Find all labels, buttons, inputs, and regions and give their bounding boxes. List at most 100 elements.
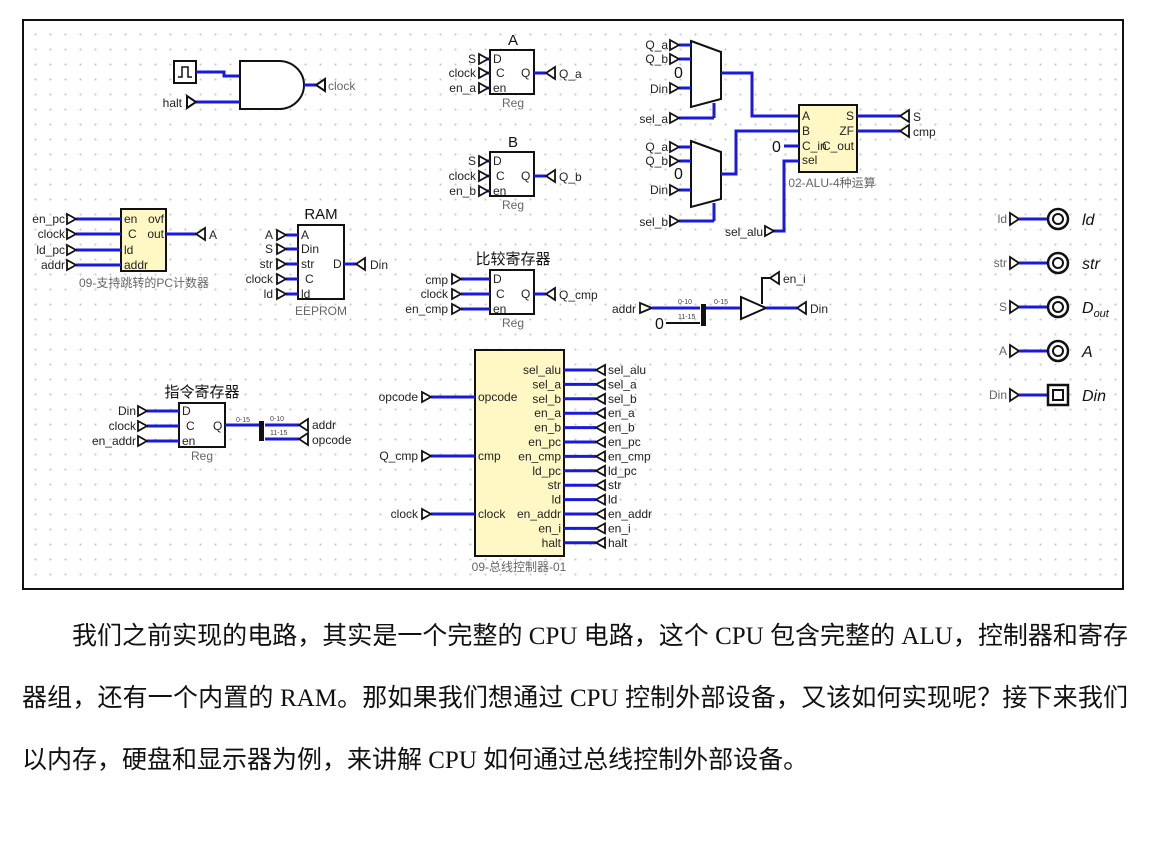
circuit-canvas: halt clock A S clock en_a D C en Q Q_a R… bbox=[22, 19, 1124, 590]
svg-text:EEPROM: EEPROM bbox=[295, 304, 347, 318]
svg-text:C: C bbox=[496, 287, 505, 301]
svg-text:Reg: Reg bbox=[502, 316, 524, 330]
svg-text:Din: Din bbox=[650, 82, 668, 96]
svg-text:0: 0 bbox=[674, 166, 683, 183]
svg-text:C: C bbox=[305, 272, 314, 286]
pc-counter: en_pc clock ld_pc addr en C ld addr ovf … bbox=[32, 208, 217, 290]
clock-source-icon[interactable] bbox=[173, 60, 197, 84]
svg-text:en_b: en_b bbox=[449, 184, 476, 198]
svg-text:D: D bbox=[333, 257, 342, 271]
body-paragraph: 我们之前实现的电路，其实是一个完整的 CPU 电路，这个 CPU 包含完整的 A… bbox=[22, 606, 1128, 792]
controller-output-ld: ld ld bbox=[552, 493, 618, 507]
svg-text:Reg: Reg bbox=[502, 198, 524, 212]
svg-text:ld: ld bbox=[264, 287, 273, 301]
ram-title: RAM bbox=[304, 206, 337, 223]
svg-text:Q_a: Q_a bbox=[645, 38, 668, 52]
bus-controller: opcode Q_cmp clock opcode cmp clock 09-总… bbox=[379, 349, 652, 574]
svg-text:clock: clock bbox=[38, 227, 66, 241]
svg-text:clock: clock bbox=[246, 272, 274, 286]
svg-text:ld_pc: ld_pc bbox=[36, 243, 65, 257]
svg-text:out: out bbox=[147, 227, 164, 241]
probe-label: str bbox=[1082, 256, 1100, 273]
svg-text:09-支持跳转的PC计数器: 09-支持跳转的PC计数器 bbox=[79, 275, 209, 290]
svg-text:Q_b: Q_b bbox=[645, 52, 668, 66]
svg-text:S: S bbox=[468, 154, 476, 168]
svg-text:Q_b: Q_b bbox=[559, 170, 582, 184]
svg-text:Q_a: Q_a bbox=[559, 67, 582, 81]
controller-pin-label: en_pc bbox=[528, 435, 561, 449]
register-a-title: A bbox=[508, 32, 518, 49]
svg-text:opcode: opcode bbox=[478, 390, 518, 404]
svg-text:cmp: cmp bbox=[425, 273, 448, 287]
halt-label: halt bbox=[163, 96, 183, 110]
svg-text:B: B bbox=[802, 124, 810, 138]
svg-text:11-15: 11-15 bbox=[270, 430, 287, 437]
svg-text:en: en bbox=[182, 434, 195, 448]
probe-in-label: A bbox=[999, 344, 1007, 358]
controller-pin-label: ld bbox=[552, 493, 561, 507]
controller-out-label: sel_b bbox=[608, 392, 637, 406]
svg-text:en_pc: en_pc bbox=[32, 212, 65, 226]
register-b: B S clock en_b D C en Q Q_b Reg bbox=[449, 134, 582, 212]
svg-text:A: A bbox=[802, 109, 810, 123]
svg-text:S: S bbox=[846, 109, 854, 123]
svg-text:Din: Din bbox=[370, 258, 388, 272]
svg-text:en: en bbox=[493, 302, 506, 316]
svg-text:clock: clock bbox=[449, 169, 477, 183]
svg-text:Reg: Reg bbox=[502, 96, 524, 110]
clock-out-label: clock bbox=[328, 79, 356, 93]
svg-text:A: A bbox=[301, 228, 309, 242]
controller-pin-label: ld_pc bbox=[532, 464, 561, 478]
svg-text:S: S bbox=[265, 242, 273, 256]
bus-buffer: addr 0 0-10 11-15 0-15 Din en_i bbox=[612, 270, 828, 333]
mux-b-icon bbox=[690, 139, 722, 209]
svg-text:09-总线控制器-01: 09-总线控制器-01 bbox=[472, 560, 567, 574]
register-a: A S clock en_a D C en Q Q_a Reg bbox=[449, 32, 582, 110]
svg-text:Din: Din bbox=[650, 183, 668, 197]
controller-pin-label: en_addr bbox=[517, 507, 561, 521]
svg-text:clock: clock bbox=[478, 507, 506, 521]
controller-pin-label: en_cmp bbox=[518, 449, 561, 463]
controller-out-label: en_i bbox=[608, 521, 631, 535]
controller-output-en_pc: en_pc en_pc bbox=[528, 435, 640, 449]
svg-text:sel_a: sel_a bbox=[639, 112, 668, 126]
register-cmp: 比较寄存器 cmp clock en_cmp D C en Q Q_cmp Re… bbox=[405, 250, 598, 330]
ram-eeprom: RAM A S str clock ld A Din str C ld D Di… bbox=[246, 206, 388, 318]
svg-text:addr: addr bbox=[124, 258, 148, 272]
controller-out-label: en_pc bbox=[608, 435, 641, 449]
svg-text:A: A bbox=[265, 228, 273, 242]
svg-text:Q_cmp: Q_cmp bbox=[559, 288, 598, 302]
svg-text:C: C bbox=[496, 66, 505, 80]
svg-text:ld: ld bbox=[301, 287, 310, 301]
instruction-register: 指令寄存器 Din clock en_addr D C en Q 0-15 0-… bbox=[92, 383, 352, 463]
controller-pin-label: en_a bbox=[534, 406, 561, 420]
svg-text:C: C bbox=[128, 227, 137, 241]
clock-gate: halt clock bbox=[163, 60, 356, 110]
probe-in-label: ld bbox=[998, 212, 1007, 226]
controller-out-label: sel_a bbox=[608, 377, 637, 391]
alu-block: Q_a Q_b 0 Din sel_a Q_a Q_b 0 Din sel_b … bbox=[639, 38, 936, 239]
controller-pin-label: str bbox=[548, 478, 561, 492]
controller-out-label: en_cmp bbox=[608, 449, 651, 463]
svg-text:D: D bbox=[493, 154, 502, 168]
svg-text:sel_alu: sel_alu bbox=[725, 225, 763, 239]
svg-text:addr: addr bbox=[41, 258, 65, 272]
svg-text:C: C bbox=[496, 169, 505, 183]
svg-text:D: D bbox=[493, 272, 502, 286]
svg-text:en: en bbox=[493, 81, 506, 95]
controller-output-en_cmp: en_cmp en_cmp bbox=[518, 449, 651, 463]
svg-text:A: A bbox=[209, 228, 217, 242]
svg-text:en_a: en_a bbox=[449, 81, 476, 95]
controller-out-label: ld bbox=[608, 493, 617, 507]
svg-text:sel: sel bbox=[802, 153, 817, 167]
